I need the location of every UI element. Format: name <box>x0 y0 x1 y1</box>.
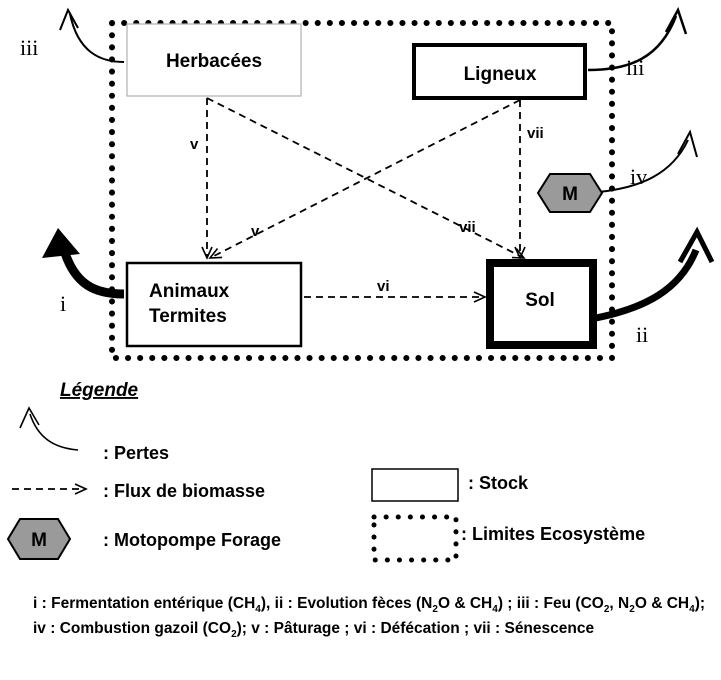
loss-arrowhead-iv <box>677 129 698 158</box>
loss-label-iii-right: iii <box>626 55 644 80</box>
loss-arrowhead-iii-left <box>59 7 79 31</box>
sol-label: Sol <box>525 290 555 311</box>
flux-label-vii-right: vii <box>527 125 544 142</box>
flux-label-v-diag: v <box>251 223 260 240</box>
flux-label-vii-diag: vii <box>459 219 476 236</box>
flux-label-vi: vi <box>377 278 390 295</box>
loss-label-ii: ii <box>636 322 648 347</box>
motopompe-symbol: M <box>562 184 578 205</box>
legend-pertes-arrow <box>29 413 79 451</box>
loss-label-iii-left: iii <box>20 35 38 60</box>
legend-motopompe-text: : Motopompe Forage <box>103 530 281 550</box>
legend-motopompe-symbol: M <box>31 530 47 551</box>
loss-label-i: i <box>60 291 66 316</box>
loss-arrowhead-iii-right <box>664 6 688 35</box>
legend-stock-box <box>371 468 459 502</box>
legend-limites-box <box>371 514 459 563</box>
legend-limites-text: : Limites Ecosystème <box>461 524 645 544</box>
loss-arrow-iv <box>597 139 689 193</box>
legend-motopompe-hexagon <box>6 518 72 560</box>
animaux-termites-box <box>125 261 303 348</box>
herbacees-label: Herbacées <box>166 51 262 72</box>
sol-box <box>486 259 597 349</box>
flux-label-v-left: v <box>190 136 199 153</box>
loss-arrowhead-i <box>42 228 80 258</box>
loss-arrow-ii <box>595 248 700 322</box>
loss-label-iv: iv <box>630 164 647 189</box>
herbacees-box <box>126 23 302 97</box>
ligneux-label: Ligneux <box>464 64 537 85</box>
motopompe-hexagon <box>536 173 604 213</box>
legend-pertes-arrowhead <box>19 406 40 429</box>
legend-caption: i : Fermentation entérique (CH4), ii : E… <box>33 595 706 641</box>
legend-flux-text: : Flux de biomasse <box>103 481 265 501</box>
ligneux-box <box>412 43 587 100</box>
loss-arrow-i <box>59 248 125 299</box>
termites-label: Termites <box>149 306 227 327</box>
animaux-label: Animaux <box>149 281 230 302</box>
legend-stock-text: : Stock <box>468 473 529 493</box>
legend-title: Légende <box>60 380 139 401</box>
flux-ligneux-animaux <box>208 99 521 259</box>
loss-arrow-iii-right <box>587 15 678 72</box>
legend-pertes-text: : Pertes <box>103 443 169 463</box>
loss-arrowhead-ii <box>677 226 715 264</box>
loss-arrow-iii-left <box>69 13 125 63</box>
